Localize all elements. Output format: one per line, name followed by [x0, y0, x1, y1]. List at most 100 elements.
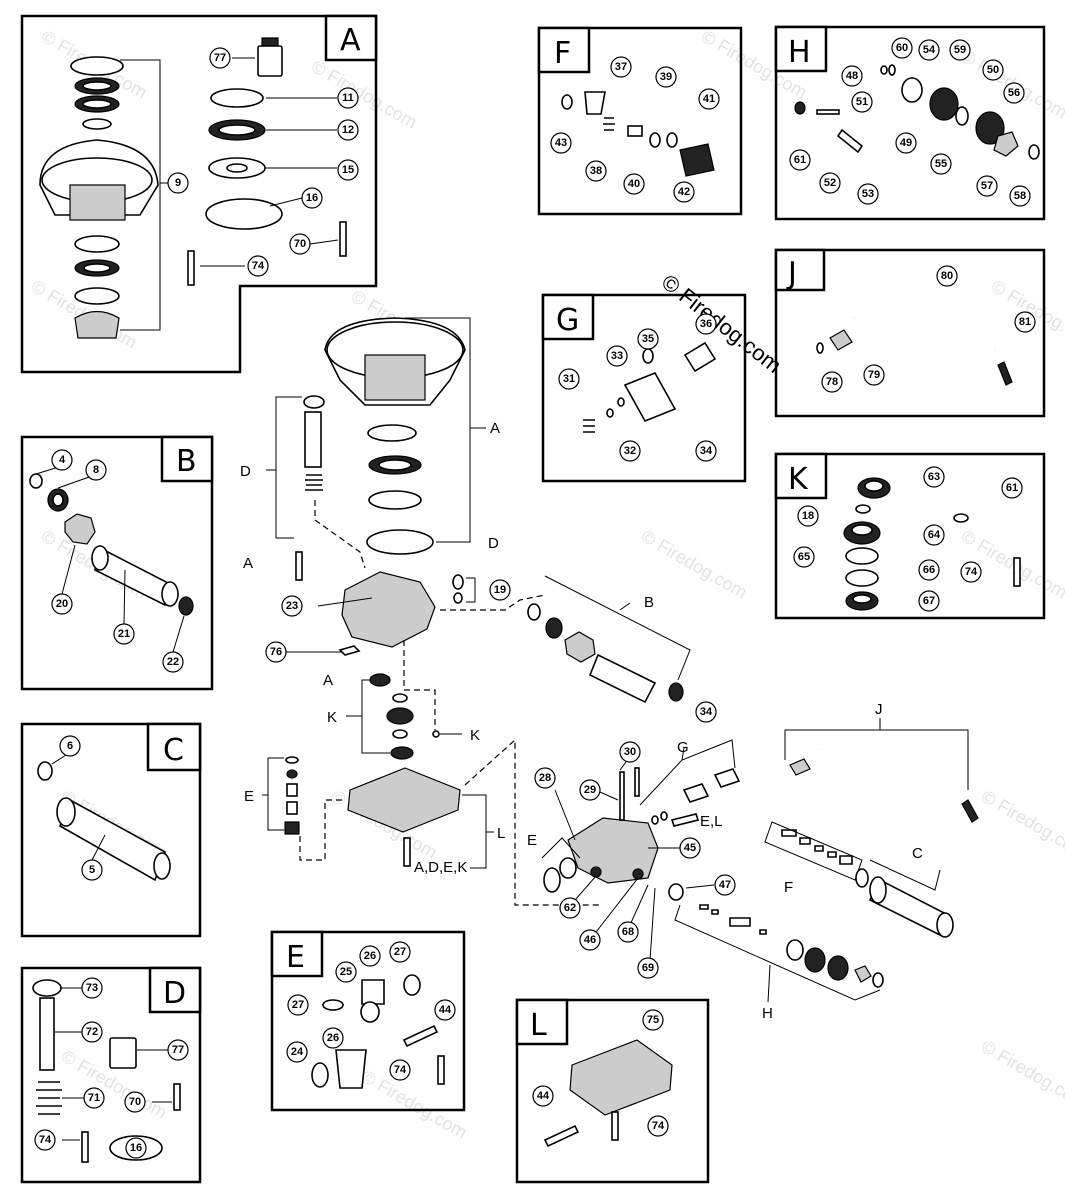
svg-text:44: 44	[537, 1090, 550, 1102]
callout-d-71: 71	[83, 1087, 105, 1109]
svg-text:30: 30	[624, 746, 636, 758]
watermark-text: © Firedog.com	[978, 786, 1065, 862]
inset-h: H 60 54 48 59 50 56 51 49 61 55 52 53 57…	[774, 25, 1046, 221]
callout-main-28: 28	[534, 767, 556, 789]
svg-text:5: 5	[89, 864, 95, 876]
svg-text:42: 42	[678, 186, 690, 198]
group-label-a-housing: A	[490, 420, 500, 437]
svg-text:19: 19	[494, 584, 506, 596]
group-label-h: H	[762, 1005, 773, 1022]
svg-text:18: 18	[802, 510, 814, 522]
svg-text:34: 34	[700, 445, 713, 457]
callout-main-46: 46	[579, 929, 601, 951]
svg-text:25: 25	[340, 966, 352, 978]
callout-h-58: 58	[1009, 185, 1031, 207]
callout-c-6: 6	[59, 735, 81, 757]
watermark-text: © Firedog.com	[358, 1066, 470, 1142]
watermark-text: © Firedog.com	[978, 1036, 1065, 1112]
svg-text:16: 16	[306, 192, 318, 204]
svg-text:26: 26	[364, 950, 376, 962]
callout-main-34: 34	[695, 701, 717, 723]
svg-text:8: 8	[93, 464, 99, 476]
callout-e-27a: 27	[389, 941, 411, 963]
svg-text:28: 28	[539, 772, 551, 784]
svg-text:40: 40	[628, 178, 640, 190]
callout-d-72: 72	[81, 1021, 103, 1043]
callout-d-73: 73	[81, 977, 103, 999]
svg-text:22: 22	[167, 656, 179, 668]
callout-l-75: 75	[642, 1009, 664, 1031]
svg-text:67: 67	[923, 595, 935, 607]
callout-h-48: 48	[841, 65, 863, 87]
svg-text:79: 79	[868, 369, 880, 381]
callout-k-61: 61	[1001, 477, 1023, 499]
callout-k-66: 66	[918, 559, 940, 581]
callout-l-74: 74	[647, 1115, 669, 1137]
svg-text:6: 6	[67, 740, 73, 752]
svg-text:77: 77	[214, 52, 226, 64]
svg-text:56: 56	[1008, 87, 1020, 99]
callout-f-41: 41	[698, 88, 720, 110]
svg-text:47: 47	[719, 879, 731, 891]
inset-f: F 37 39 41 43 38 40 42	[537, 26, 743, 216]
callout-a-12: 12	[337, 119, 359, 141]
group-label-f: F	[784, 879, 793, 896]
callout-g-33: 33	[606, 345, 628, 367]
callout-main-62: 62	[559, 897, 581, 919]
group-label-g: G	[677, 739, 689, 756]
svg-text:4: 4	[59, 454, 66, 466]
callout-main-47: 47	[714, 874, 736, 896]
svg-text:75: 75	[647, 1014, 659, 1026]
svg-text:29: 29	[584, 784, 596, 796]
svg-text:45: 45	[684, 842, 696, 854]
watermark-text: © Firedog.com	[308, 56, 420, 132]
svg-text:70: 70	[294, 238, 306, 250]
callout-h-53: 53	[857, 183, 879, 205]
group-label-b: B	[644, 594, 654, 611]
callout-h-61: 61	[789, 149, 811, 171]
group-label-a-bolt: A	[243, 555, 253, 572]
svg-text:20: 20	[56, 598, 68, 610]
svg-text:26: 26	[327, 1032, 339, 1044]
svg-text:71: 71	[88, 1092, 100, 1104]
callout-b-8: 8	[85, 459, 107, 481]
svg-text:65: 65	[798, 551, 810, 563]
inset-letter-j: J	[786, 256, 797, 291]
svg-text:43: 43	[555, 137, 567, 149]
callout-main-68: 68	[617, 921, 639, 943]
callout-e-24: 24	[286, 1041, 308, 1063]
inset-letter-k: K	[788, 462, 809, 497]
callout-e-25: 25	[335, 961, 357, 983]
inset-letter-e: E	[286, 940, 305, 975]
callout-b-22: 22	[162, 651, 184, 673]
svg-text:46: 46	[584, 934, 596, 946]
svg-text:68: 68	[622, 926, 634, 938]
inset-letter-l: L	[530, 1008, 547, 1043]
svg-text:69: 69	[642, 962, 654, 974]
svg-text:49: 49	[900, 137, 912, 149]
callout-f-43: 43	[550, 132, 572, 154]
callout-k-63: 63	[923, 466, 945, 488]
callout-f-39: 39	[655, 66, 677, 88]
svg-text:74: 74	[965, 566, 978, 578]
group-label-e-small: E	[527, 832, 537, 849]
callout-d-16: 16	[125, 1137, 147, 1159]
svg-text:78: 78	[826, 376, 838, 388]
callout-j-78: 78	[821, 371, 843, 393]
inset-g: G 36 33 35 31 32 34	[541, 293, 747, 483]
callout-j-79: 79	[863, 364, 885, 386]
svg-text:53: 53	[862, 188, 874, 200]
callout-h-60: 60	[891, 37, 913, 59]
svg-text:61: 61	[1006, 482, 1018, 494]
inset-letter-d: D	[163, 976, 186, 1011]
callout-main-30: 30	[619, 741, 641, 763]
inset-letter-a: A	[340, 23, 361, 58]
svg-text:50: 50	[987, 64, 999, 76]
callout-a-9: 9	[167, 172, 189, 194]
callout-h-49: 49	[895, 132, 917, 154]
svg-text:15: 15	[342, 164, 354, 176]
inset-j: J 80 81 78 79	[774, 248, 1046, 418]
callout-h-50: 50	[982, 59, 1004, 81]
inset-letter-b: B	[176, 444, 197, 479]
callout-k-74: 74	[960, 561, 982, 583]
